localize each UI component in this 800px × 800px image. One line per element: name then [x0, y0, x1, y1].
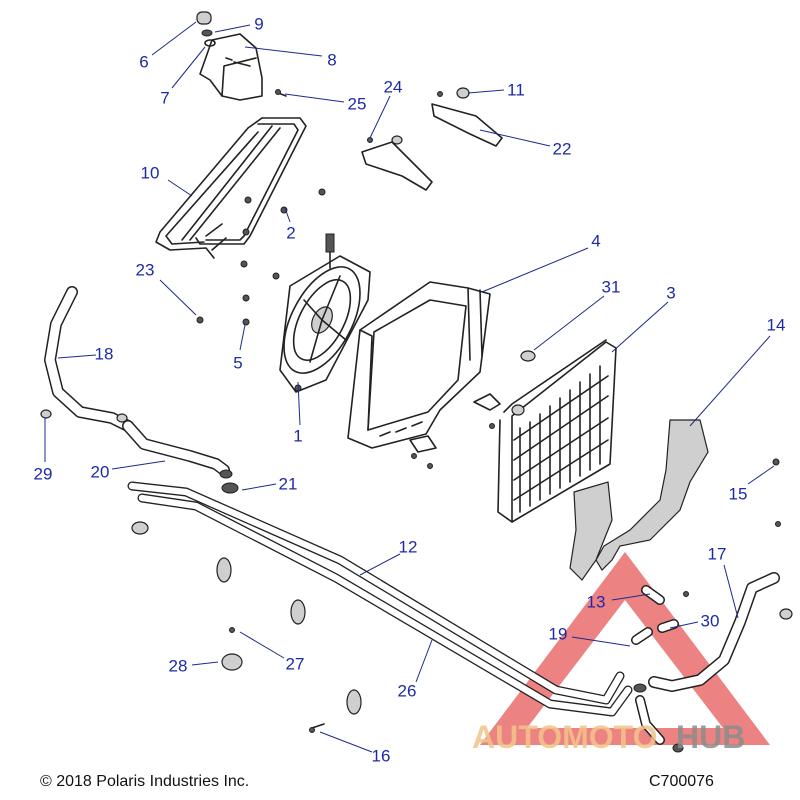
callout-7: 7	[160, 88, 169, 107]
coolant-reservoir	[196, 11, 263, 101]
callout-18: 18	[95, 344, 114, 363]
leader-line-19	[571, 636, 631, 647]
leader-line-17	[723, 564, 739, 619]
diagram-code: C700076	[649, 773, 714, 790]
leader-line-21	[241, 483, 277, 491]
callout-16: 16	[372, 746, 391, 765]
callout-24: 24	[384, 77, 403, 96]
callout-1: 1	[293, 426, 302, 445]
radiator-mounts	[409, 393, 501, 469]
callout-4: 4	[591, 231, 600, 250]
leader-line-2	[284, 207, 291, 223]
leader-line-4	[481, 247, 589, 293]
callout-12: 12	[399, 537, 418, 556]
callout-3: 3	[666, 283, 675, 302]
leader-line-3	[611, 301, 669, 353]
hose-fittings	[631, 585, 684, 753]
callout-20: 20	[91, 462, 110, 481]
leader-line-11	[467, 89, 505, 94]
watermark-logo	[480, 552, 770, 745]
leader-line-18	[57, 354, 97, 359]
leader-line-9	[214, 24, 251, 33]
leader-line-10	[167, 179, 193, 197]
callout-17: 17	[708, 544, 727, 563]
cooling-fan	[279, 233, 371, 393]
callout-23: 23	[136, 260, 155, 279]
leader-line-28	[191, 661, 219, 666]
leader-line-30	[669, 621, 699, 629]
callout-layer: 1234567891011121314151617181920212223242…	[34, 14, 786, 765]
leader-line-23	[159, 279, 197, 316]
callout-25: 25	[348, 94, 367, 113]
leader-line-16	[319, 731, 373, 753]
callout-19: 19	[549, 624, 568, 643]
hose-18	[44, 286, 134, 432]
deflector-14	[569, 419, 781, 597]
hose-17	[648, 572, 793, 692]
callout-6: 6	[139, 52, 148, 71]
callout-28: 28	[169, 656, 188, 675]
fan-shroud	[347, 281, 491, 449]
overflow-hoses	[155, 117, 307, 259]
brackets-top	[361, 87, 503, 191]
watermark-part1: AUTOMOTO	[472, 719, 657, 755]
leader-line-20	[111, 460, 166, 470]
leader-line-12	[359, 553, 401, 576]
tube-mounts	[131, 316, 362, 733]
callout-14: 14	[767, 315, 786, 334]
radiator	[497, 339, 617, 523]
callout-29: 29	[34, 464, 53, 483]
fitting-25	[275, 89, 287, 97]
leader-line-22	[479, 129, 551, 147]
leader-line-14	[689, 335, 771, 427]
callout-21: 21	[279, 474, 298, 493]
callout-26: 26	[398, 681, 417, 700]
watermark-text: AUTOMOTO HUB	[472, 719, 745, 755]
callout-30: 30	[701, 611, 720, 630]
callout-5: 5	[233, 353, 242, 372]
fasteners-2	[240, 188, 326, 326]
callout-10: 10	[141, 163, 160, 182]
hose-20	[40, 409, 239, 494]
callout-2: 2	[286, 223, 295, 242]
leader-line-7	[171, 46, 206, 89]
watermark-part2: HUB	[676, 719, 745, 755]
leader-line-24	[369, 95, 391, 139]
callout-22: 22	[553, 139, 572, 158]
leader-line-5	[239, 324, 246, 351]
leader-line-25	[284, 93, 345, 103]
leader-line-27	[239, 631, 285, 659]
leader-line-8	[244, 46, 323, 57]
leader-line-13	[611, 593, 651, 601]
callout-27: 27	[286, 654, 305, 673]
leader-line-15	[747, 465, 775, 485]
callout-9: 9	[254, 14, 263, 33]
callout-11: 11	[507, 80, 525, 99]
leader-line-31	[533, 295, 605, 351]
callout-31: 31	[602, 277, 621, 296]
leader-line-6	[151, 21, 197, 56]
leader-line-1	[297, 381, 301, 426]
callout-15: 15	[729, 484, 748, 503]
leader-line-26	[415, 639, 433, 683]
copyright-text: © 2018 Polaris Industries Inc.	[40, 773, 249, 790]
callout-8: 8	[327, 50, 336, 69]
coolant-tubes	[127, 481, 633, 717]
callout-13: 13	[587, 592, 606, 611]
